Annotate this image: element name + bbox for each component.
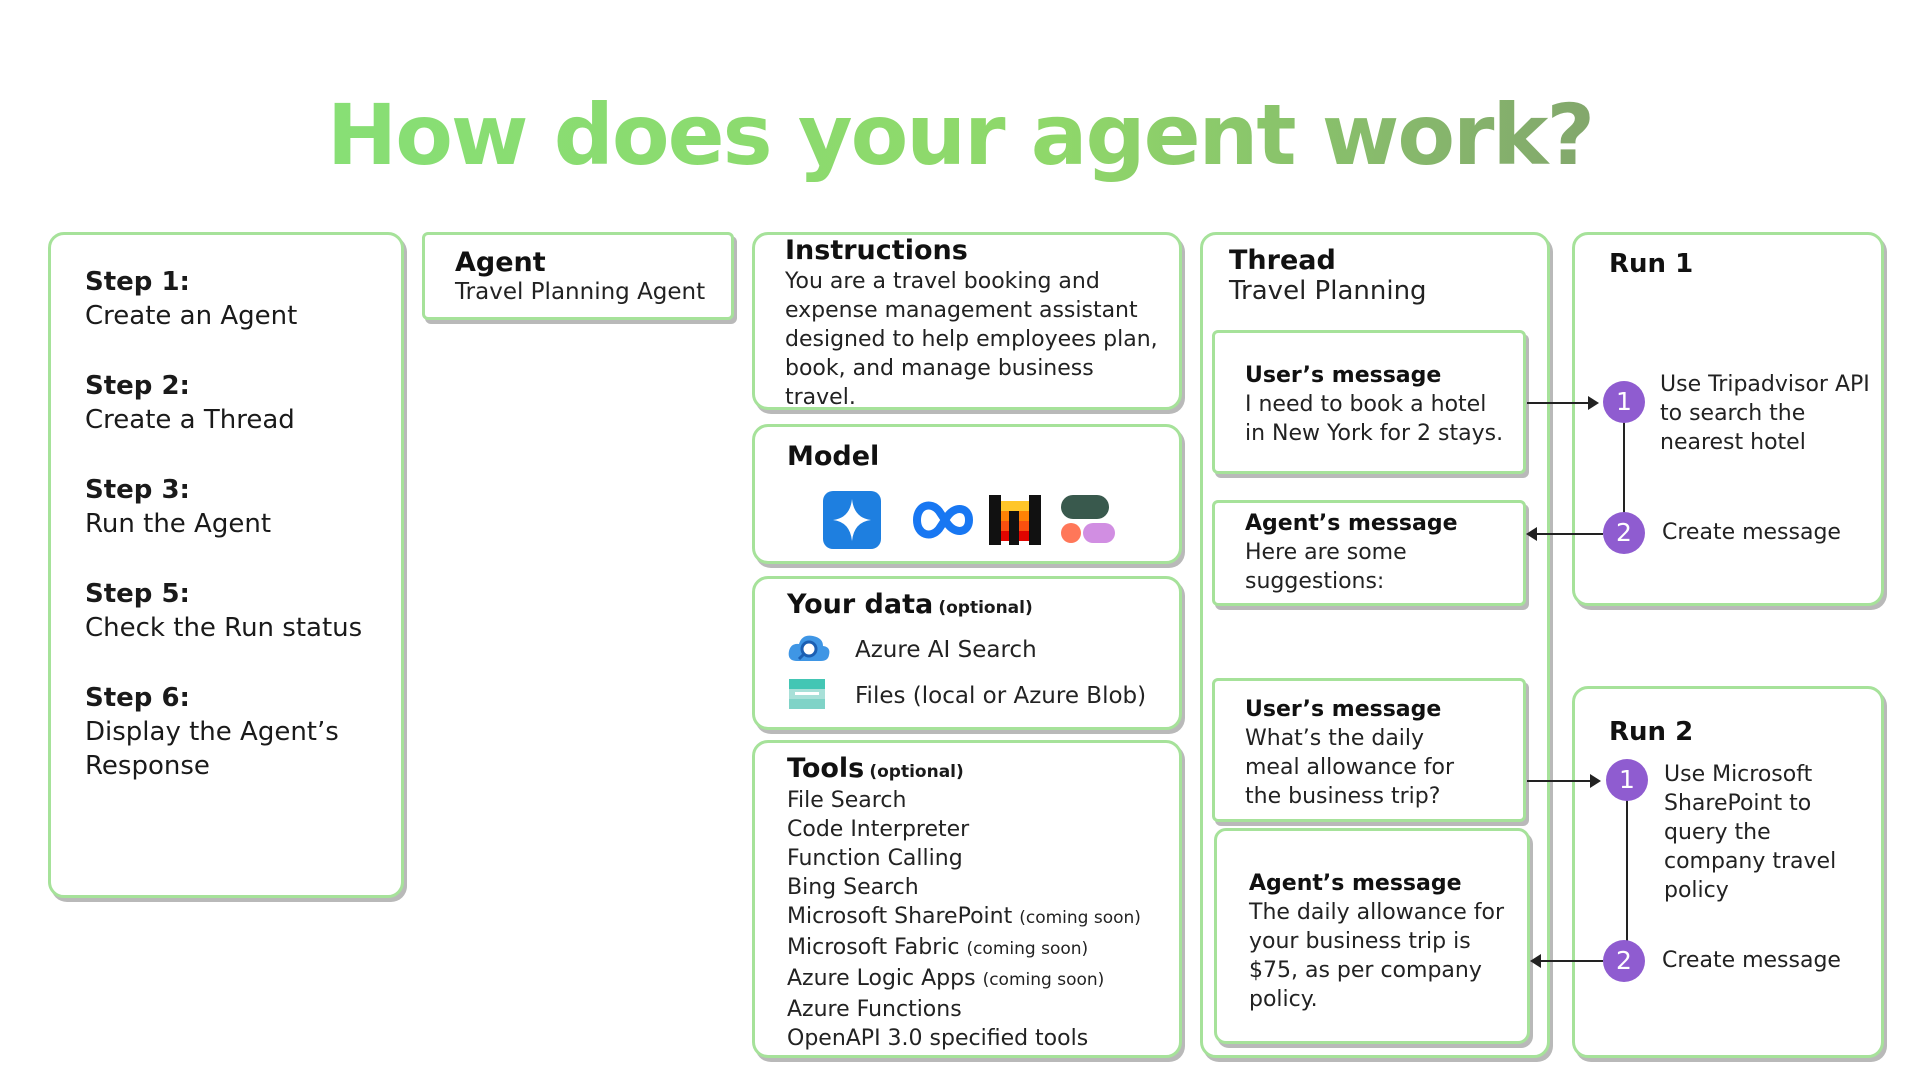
arrow-run1-to-agent — [1526, 527, 1603, 541]
instructions-heading: Instructions — [785, 235, 968, 266]
message-text: Here are some suggestions: — [1245, 540, 1407, 594]
step-6: Step 6: Display the Agent’s Response — [85, 681, 345, 783]
step-text: Create an Agent — [85, 301, 298, 331]
run2-connector-line — [1626, 780, 1628, 960]
optional-tag: (optional) — [869, 762, 964, 782]
arrow-user-to-run2 — [1527, 774, 1601, 788]
tool-label: Bing Search — [787, 875, 919, 900]
run2-card: Run 2 — [1572, 686, 1884, 1058]
storage-files-icon — [787, 677, 835, 715]
thread-name: Travel Planning — [1229, 276, 1427, 306]
tool-item: Azure Functions — [787, 995, 1179, 1024]
coming-soon-note: (coming soon) — [1019, 908, 1141, 928]
data-source-item: Azure AI Search — [787, 630, 1179, 670]
run2-step1-badge: 1 — [1606, 759, 1648, 801]
agent-name: Travel Planning Agent — [455, 279, 706, 305]
tool-label: Code Interpreter — [787, 817, 970, 842]
your-data-card: Your data (optional) Azure AI Search Fil… — [752, 576, 1182, 730]
data-source-item: Files (local or Azure Blob) — [787, 676, 1179, 716]
infinity-meta-icon — [912, 501, 974, 539]
model-icons — [823, 489, 1143, 551]
step-2: Step 2: Create a Thread — [85, 369, 401, 437]
run2-step2-badge: 2 — [1603, 940, 1645, 982]
arrow-run2-to-agent — [1530, 954, 1603, 968]
tool-label: Azure Logic Apps — [787, 966, 976, 991]
message-card: User’s message I need to book a hotel in… — [1212, 330, 1526, 474]
sparkle-star-icon — [823, 491, 881, 549]
bubble-shapes-icon — [1061, 495, 1115, 543]
run2-step1-text: Use Microsoft SharePoint to query the co… — [1664, 762, 1837, 903]
tool-item: Function Calling — [787, 844, 1179, 873]
agent-card: Agent Travel Planning Agent — [422, 232, 734, 320]
tool-item: Code Interpreter — [787, 815, 1179, 844]
tools-heading: Tools — [787, 753, 865, 784]
run1-heading: Run 1 — [1609, 249, 1694, 279]
tool-label: Microsoft SharePoint — [787, 904, 1013, 929]
tool-item: File Search — [787, 786, 1179, 815]
page-title: How does your agent work? — [0, 86, 1920, 184]
message-title: Agent’s message — [1249, 871, 1462, 896]
run1-step1-text: Use Tripadvisor API to search the neares… — [1660, 372, 1870, 455]
step-label: Step 2: — [85, 371, 190, 401]
cloud-search-icon — [787, 631, 835, 669]
instructions-card: Instructions You are a travel booking an… — [752, 232, 1182, 410]
tools-header: Tools (optional) — [787, 753, 1179, 784]
run1-connector-line — [1623, 402, 1625, 516]
message-text: The daily allowance for your business tr… — [1249, 900, 1505, 1012]
tool-item: Microsoft SharePoint (coming soon) — [787, 902, 1179, 933]
step-label: Step 6: — [85, 683, 190, 713]
model-card: Model — [752, 424, 1182, 564]
step-label: Step 3: — [85, 475, 190, 505]
arrow-user-to-run1 — [1527, 396, 1599, 410]
run1-step2-text: Create message — [1662, 520, 1841, 545]
step-text: Display the Agent’s Response — [85, 717, 339, 781]
message-card: User’s message What’s the daily meal all… — [1212, 678, 1526, 822]
tool-label: File Search — [787, 788, 907, 813]
tool-label: Azure Functions — [787, 997, 962, 1022]
message-text: What’s the daily meal allowance for the … — [1245, 726, 1455, 809]
run1-step2-badge: 2 — [1603, 512, 1645, 554]
run2-step2-text: Create message — [1662, 948, 1841, 973]
step-text: Run the Agent — [85, 509, 272, 539]
message-title: User’s message — [1245, 363, 1442, 388]
data-source-label: Files (local or Azure Blob) — [855, 683, 1147, 709]
tools-card: Tools (optional) File Search Code Interp… — [752, 740, 1182, 1058]
your-data-heading: Your data — [787, 589, 934, 620]
instructions-text: You are a travel booking and expense man… — [785, 269, 1158, 410]
coming-soon-note: (coming soon) — [982, 970, 1105, 990]
message-card: Agent’s message Here are some suggestion… — [1212, 500, 1526, 606]
model-heading: Model — [787, 441, 880, 472]
step-text: Check the Run status — [85, 613, 363, 643]
agent-heading: Agent — [455, 247, 546, 278]
step-text: Create a Thread — [85, 405, 295, 435]
tool-item: Microsoft Fabric (coming soon) — [787, 933, 1179, 964]
step-5: Step 5: Check the Run status — [85, 577, 401, 645]
step-1: Step 1: Create an Agent — [85, 265, 401, 333]
step-label: Step 1: — [85, 267, 190, 297]
step-label: Step 5: — [85, 579, 190, 609]
tool-item: OpenAPI 3.0 specified tools — [787, 1024, 1179, 1053]
step-3: Step 3: Run the Agent — [85, 473, 401, 541]
optional-tag: (optional) — [938, 598, 1033, 618]
mistral-blocks-icon — [989, 495, 1041, 545]
tool-item: Azure Logic Apps (coming soon) — [787, 964, 1179, 995]
thread-heading: Thread — [1229, 245, 1336, 276]
tool-label: Microsoft Fabric — [787, 935, 960, 960]
coming-soon-note: (coming soon) — [966, 939, 1089, 959]
message-text: I need to book a hotel in New York for 2… — [1245, 392, 1504, 446]
message-title: Agent’s message — [1245, 511, 1458, 536]
your-data-header: Your data (optional) — [787, 589, 1179, 620]
message-title: User’s message — [1245, 697, 1442, 722]
tool-label: Function Calling — [787, 846, 963, 871]
run1-step1-badge: 1 — [1603, 381, 1645, 423]
message-card: Agent’s message The daily allowance for … — [1214, 828, 1530, 1044]
run2-heading: Run 2 — [1609, 717, 1694, 747]
tool-label: OpenAPI 3.0 specified tools — [787, 1026, 1089, 1051]
data-source-label: Azure AI Search — [855, 637, 1037, 663]
tool-item: Bing Search — [787, 873, 1179, 902]
steps-card: Step 1: Create an Agent Step 2: Create a… — [48, 232, 404, 898]
